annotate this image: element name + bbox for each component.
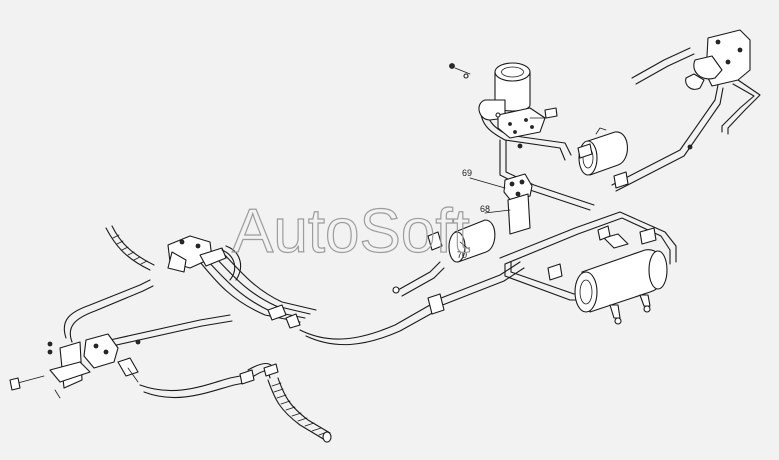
callout-70: 70 <box>457 250 467 260</box>
left-control-valve <box>167 235 242 281</box>
corrugated-hose <box>267 377 332 443</box>
left-corrugated-hose <box>105 225 155 271</box>
air-tank-large <box>574 233 668 325</box>
watermark-text: AutoSoft <box>232 197 470 266</box>
callout-leaders <box>459 177 511 251</box>
callout-69: 69 <box>462 168 472 178</box>
center-small-tank <box>448 219 496 263</box>
callout-68: 68 <box>480 204 490 214</box>
air-dryer-unit <box>449 62 546 139</box>
top-right-valve-bracket <box>685 29 751 90</box>
center-distribution-valve <box>503 173 533 235</box>
lower-left-valve-bracket <box>9 333 141 399</box>
pipe-clamps <box>239 107 693 385</box>
